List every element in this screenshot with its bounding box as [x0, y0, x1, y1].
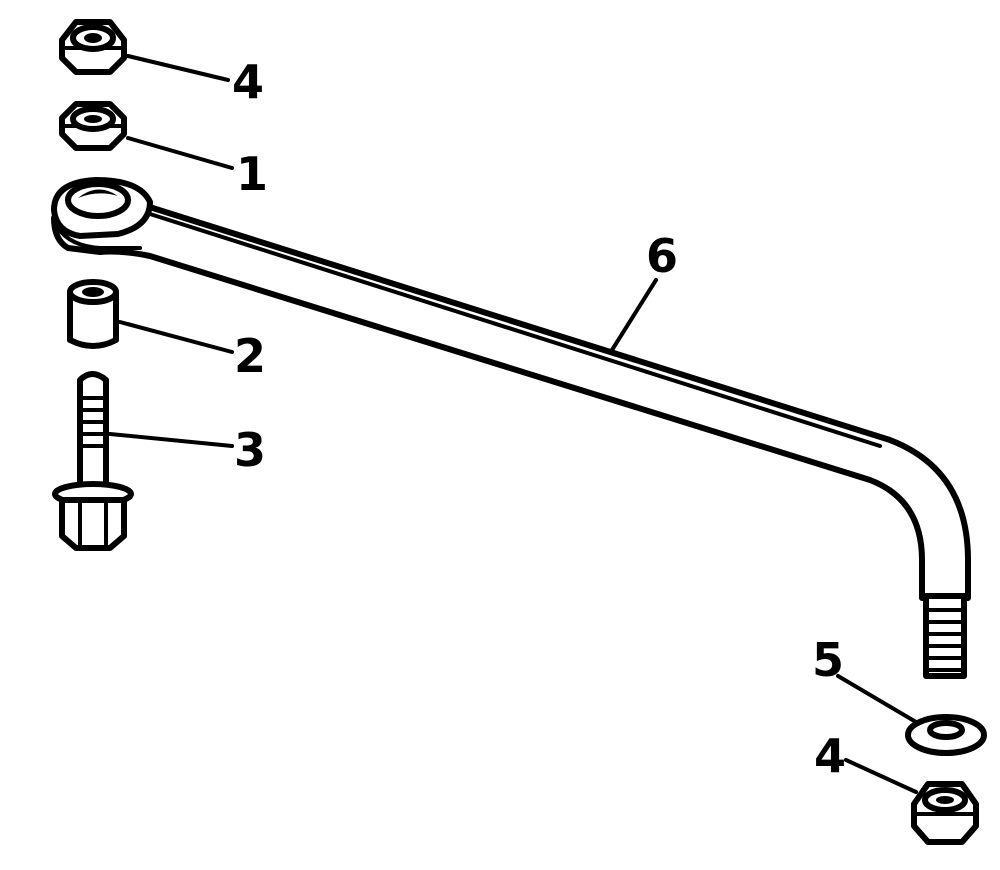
callout-bottom-nut: 4 — [814, 729, 846, 783]
link-rod — [51, 177, 971, 679]
leader-link-rod — [610, 278, 658, 352]
leader-washer — [836, 674, 918, 724]
callout-spacer: 2 — [234, 329, 266, 383]
leader-bottom-nut — [844, 758, 918, 794]
bottom-lock-nut — [911, 781, 979, 845]
hex-nut — [59, 101, 127, 151]
callout-top-nut: 4 — [232, 55, 264, 109]
callout-link-rod: 6 — [646, 229, 678, 283]
spacer-bushing — [67, 279, 119, 349]
flat-washer — [905, 714, 987, 756]
leader-top-nut — [126, 54, 230, 82]
callout-washer: 5 — [812, 633, 844, 687]
top-lock-nut — [59, 19, 127, 75]
leader-hex-nut — [126, 136, 234, 170]
leader-bolt — [108, 432, 234, 448]
leader-lines — [108, 54, 918, 794]
leader-spacer — [118, 320, 234, 354]
callout-hex-nut: 1 — [236, 147, 268, 201]
callout-bolt: 3 — [234, 423, 266, 477]
flange-bolt — [52, 371, 134, 551]
